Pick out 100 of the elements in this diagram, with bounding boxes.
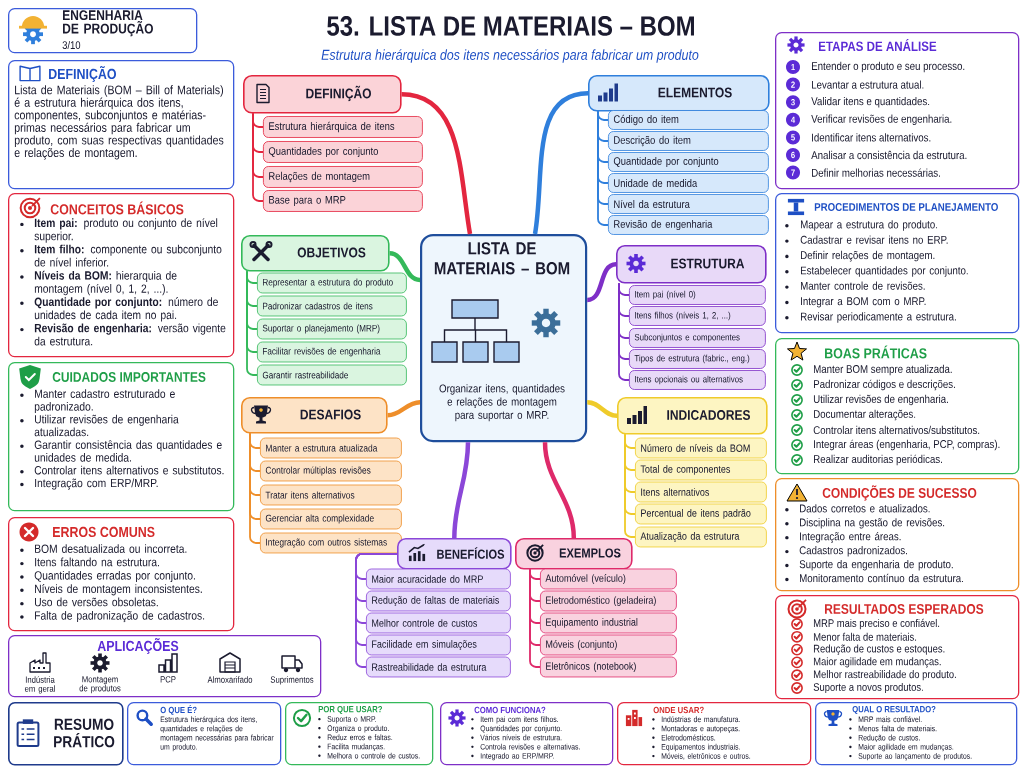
item-box: Código do item [608,110,769,130]
bullet-item: Integração com ERP/MRP. [20,478,158,490]
list-item: Integrar áreas (engenharia, PCP, compras). [814,439,1000,451]
item-box: Redução de faltas de materiais [366,590,511,612]
step-number: 6 [786,148,800,162]
app-label: Almoxarifado [207,676,253,683]
list-item: Menor falta de materiais. [813,632,917,641]
list-item: Manter BOM sempre atualizada. [814,364,952,376]
item-box: Facilidade em simulações [366,634,511,656]
item-box: Integração com outros sistemas [260,532,402,554]
bullet-item: Monitoramento contínuo da estrutura. [785,573,963,583]
bullet-item: Cadastros padronizados. [785,546,907,557]
panel-heading: DEFINIÇÃO [49,66,116,82]
paragraph: Lista de Materiais (BOM – Bill of Materials) é a estrutura hierárquica dos itens, componentes, subconjuntos e matérias-primas necessários para fabricar um produto, com suas respectivas quantidades e relações de montagem. [14,85,224,160]
panel-heading: APLICAÇÕES [97,638,179,654]
list-item: Validar itens e quantidades. [811,96,930,108]
branch-header: ESTRUTURA [616,245,767,284]
list-item: Redução de custos e estoques. [813,644,945,655]
list-item: Melhor rastreabilidade do produto. [813,670,956,681]
list-item: Levantar a estrutura atual. [812,80,924,89]
step-number: 4 [786,112,800,127]
node-label: LISTA DE MATERIAIS – BOM [434,242,570,275]
item-box: Atualização da estrutura [635,526,767,548]
list-item: MRP mais preciso e confiável. [813,618,940,630]
info-panel [8,635,322,698]
list-item: Realizar auditorias periódicas. [814,454,942,466]
bullet-item: Cadastrar e revisar itens no ERP. [785,235,948,244]
bullet-item: BOM desatualizada ou incorreta. [20,544,187,553]
branch-header: DEFINIÇÃO [243,75,402,114]
bullet-item: Níveis da BOM: hierarquia de montagem (nível 0, 1, 2, ...). [20,270,177,296]
app-label: PCP [160,676,176,683]
item-box: Eletrônicos (notebook) [540,656,677,678]
item-box: Itens alternativos [635,481,767,503]
item-box: Item pai (nível 0) [629,285,766,305]
summary-badge: RESUMO PRÁTICO [8,702,124,766]
step-number: 2 [786,77,800,92]
item-box: Descrição do item [608,131,769,151]
header-badge: ENGENHARIA DE PRODUÇÃO 3/10 [8,8,198,54]
bullet-item: Estabelecer quantidades por conjunto. [785,266,968,277]
branch-header: OBJETIVOS [241,235,390,272]
item-box: Melhor controle de custos [366,612,511,634]
list-item: Entender o produto e seu processo. [812,61,965,73]
app-label: Suprimentos [270,676,314,685]
step-number: 5 [786,130,800,145]
list-item: Controlar itens alternativos/substitutos. [813,425,980,435]
item-box: Controlar múltiplas revisões [260,460,402,482]
bullet-item: Quantidades erradas por conjunto. [20,570,195,583]
item-box: Garantir rastreabilidade [257,364,407,386]
bullet-item: Itens faltando na estrutura. [20,557,159,567]
panel-heading: O QUE É? [160,705,197,715]
list-item: Definir melhorias necessárias. [812,168,940,177]
item-box: Subconjuntos e componentes [629,328,766,348]
list-item: Verificar revisões de engenharia. [811,114,952,126]
item-box: Unidade de medida [608,173,769,193]
bullet-item: Mapear a estrutura do produto. [785,220,938,231]
bullet-item: Revisão de engenharia: versão vigente da estrutura. [20,323,226,346]
branch-header: INDICADORES [617,397,768,435]
bullet-item: Integração entre áreas. [785,531,901,543]
list-item: Identificar itens alternativos. [812,133,931,142]
panel-heading: CONCEITOS BÁSICOS [50,201,184,215]
bullet-item: Garantir consistência das quantidades e unidades de medida. [20,440,222,462]
item-box: Total de componentes [635,459,767,481]
bullet-item: Manter controle de revisões. [785,281,925,290]
item-box: Quantidade por conjunto [608,152,769,172]
list-item: Documentar alterações. [814,409,916,421]
item-box: Itens opcionais ou alternativos [629,370,766,390]
bullet-item: Uso de versões obsoletas. [20,597,158,607]
panel-heading: QUAL O RESULTADO? [852,705,936,714]
item-box: Móveis (conjunto) [540,634,677,656]
item-box: Eletrodoméstico (geladeira) [540,590,677,612]
item-box: Relações de montagem [263,166,423,188]
item-box: Nível da estrutura [608,194,769,214]
item-box: Percentual de itens padrão [635,503,767,525]
item-box: Manter a estrutura atualizada [260,437,402,459]
item-box: Automóvel (veículo) [540,568,677,590]
item-box: Facilitar revisões de engenharia [257,341,407,363]
list-item: Maior agilidade em mudanças. [813,657,941,668]
item-box: Representar a estrutura do produto [257,272,407,294]
branch-header: BENEFÍCIOS [397,538,512,570]
bullet-item: Integrar a BOM com o MRP. [785,297,926,308]
panel-heading: CONDIÇÕES DE SUCESSO [822,485,977,501]
bullet-item: Manter cadastro estruturado e padronizado. [20,389,175,414]
app-label: Montagem de produtos [79,676,121,694]
item-box: Itens filhos (níveis 1, 2, ...) [629,306,766,326]
list-item: Analisar a consistência da estrutura. [811,150,967,160]
app-label: Indústria em geral [24,676,55,694]
bullet-item: Utilizar revisões de engenharia atualizadas. [20,414,179,437]
panel-heading: ETAPAS DE ANÁLISE [819,38,937,51]
item-box: Suportar o planejamento (MRP) [257,318,407,340]
step-number: 1 [786,60,800,74]
bullet-item: Revisar periodicamente a estrutura. [785,312,956,323]
node-label: Organizar itens, quantidades e relações de montagem para suportar o MRP. [439,384,565,422]
panel-heading: COMO FUNCIONA? [474,706,546,714]
bullet-item: Item filho: componente ou subconjunto de nível inferior. [20,244,222,267]
item-box: Tratar itens alternativos [260,484,402,506]
item-box: Estrutura hierárquica de itens [263,116,423,138]
branch-header: EXEMPLOS [515,538,633,570]
item-box: Quantidades por conjunto [263,141,423,163]
item-box: Revisão de engenharia [608,215,769,235]
item-box: Base para o MRP [263,190,423,212]
